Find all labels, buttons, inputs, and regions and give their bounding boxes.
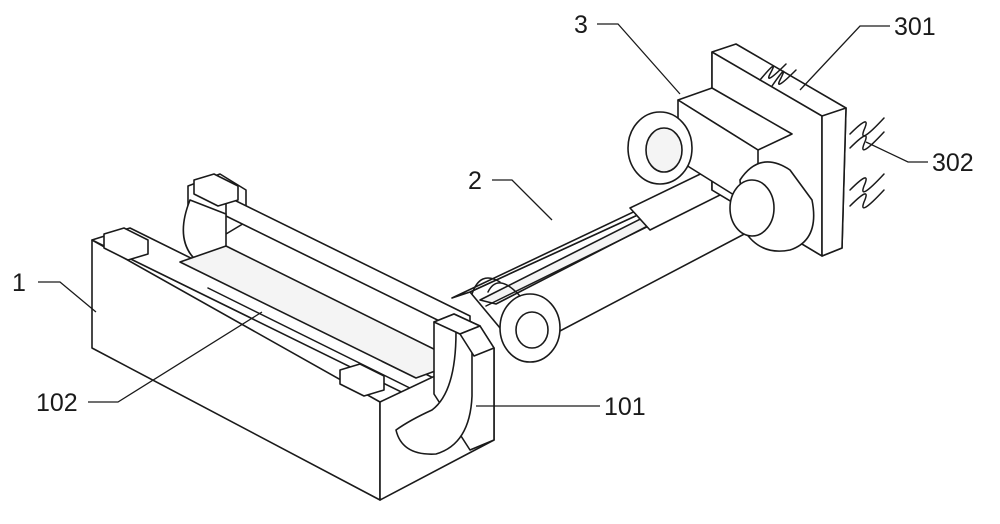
leader-1 [38, 281, 97, 313]
label-part-3: 3 [574, 11, 588, 39]
label-part-302: 302 [932, 149, 974, 177]
reference-labels: 1 2 3 101 102 301 302 [12, 11, 974, 421]
wire-top-1 [771, 69, 797, 87]
base-block-front-right [339, 363, 385, 397]
leader-lines [38, 23, 928, 407]
label-part-101: 101 [604, 393, 646, 421]
telescopic-arm [451, 149, 791, 363]
leader-302 [865, 141, 928, 163]
label-part-301: 301 [894, 13, 936, 41]
head-bracket [627, 43, 885, 257]
front-cradle-cap-side [459, 325, 495, 357]
wire-right-4 [849, 189, 885, 209]
label-part-1: 1 [12, 269, 26, 297]
base-block [91, 173, 495, 501]
label-part-102: 102 [36, 389, 78, 417]
wire-top-2 [759, 63, 787, 81]
base-block-front-left [103, 227, 149, 261]
head-roller-end [729, 179, 775, 237]
wire-right-3 [849, 173, 885, 193]
base-block-rear-left [193, 173, 239, 207]
leader-3 [597, 23, 681, 95]
leader-301 [799, 25, 890, 91]
wire-right-1 [849, 117, 885, 137]
head-left-ring-inner [645, 127, 683, 173]
head-plate-side [821, 107, 847, 257]
leader-102 [88, 311, 263, 403]
leader-2 [492, 179, 553, 221]
label-part-2: 2 [468, 167, 482, 195]
hinge-hole-base [515, 311, 549, 349]
